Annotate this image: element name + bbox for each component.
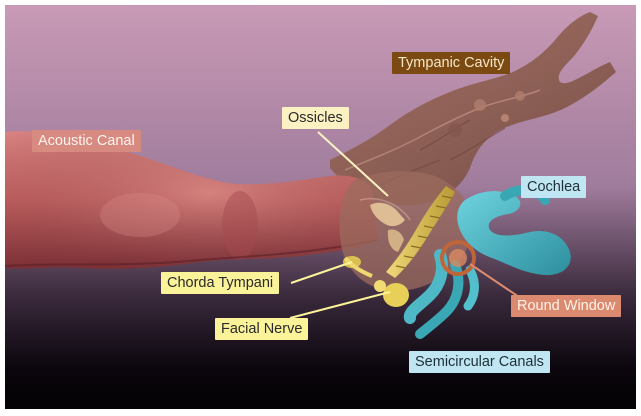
label-acoustic-canal: Acoustic Canal [32, 130, 141, 152]
label-facial-nerve: Facial Nerve [215, 318, 308, 340]
label-tympanic-cavity: Tympanic Cavity [392, 52, 510, 74]
label-cochlea: Cochlea [521, 176, 586, 198]
label-semicircular-canals: Semicircular Canals [409, 351, 550, 373]
label-ossicles: Ossicles [282, 107, 349, 129]
bottom-strip [5, 385, 636, 409]
label-chorda-tympani: Chorda Tympani [161, 272, 279, 294]
label-round-window: Round Window [511, 295, 621, 317]
